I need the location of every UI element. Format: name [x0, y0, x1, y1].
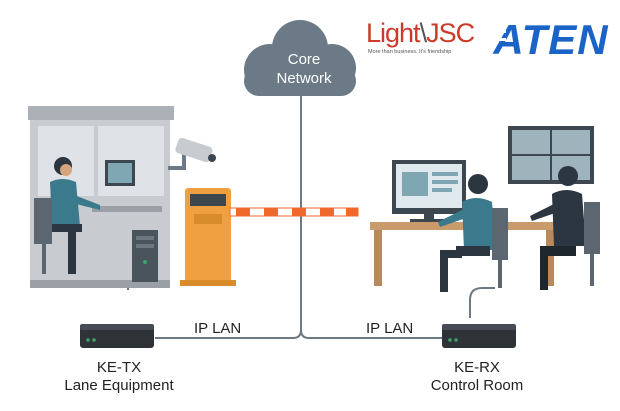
ke-rx-name: KE-RX — [454, 359, 500, 376]
lightjsc-logo: Light\JSC More than business. It's frien… — [366, 18, 478, 64]
lightjsc-separator: \ — [419, 18, 427, 48]
control-chair-1 — [492, 208, 508, 260]
booth-desk — [92, 206, 162, 212]
lightjsc-tagline: More than business. It's friendship — [368, 49, 452, 55]
aten-logo: ATEN — [484, 14, 618, 63]
control-operator-1 — [438, 174, 508, 292]
cable-right — [300, 329, 443, 339]
control-chair-2 — [584, 202, 600, 254]
ke-rx-location: Control Room — [430, 377, 524, 394]
core-network-line1: Core — [287, 51, 321, 68]
booth-operator — [34, 157, 100, 274]
ke-tx-name: KE-TX — [96, 359, 142, 376]
ke-rx-device — [442, 324, 516, 348]
security-camera — [168, 137, 216, 170]
svg-text:ATEN: ATEN — [492, 16, 609, 63]
ip-lan-left-label: IP LAN — [194, 320, 242, 337]
lightjsc-word: Light — [366, 18, 421, 48]
ke-rx-label: KE-RX Control Room — [412, 359, 542, 395]
ke-tx-location: Lane Equipment — [64, 377, 174, 394]
lightjsc-suffix: JSC — [426, 18, 475, 48]
ip-lan-right-label: IP LAN — [366, 320, 414, 337]
ke-tx-label: KE-TX Lane Equipment — [54, 359, 184, 395]
barrier-arm — [229, 207, 359, 217]
parking-kiosk — [180, 188, 236, 286]
booth-base — [30, 280, 170, 288]
booth-chair — [34, 198, 52, 244]
toll-booth — [28, 106, 174, 288]
core-network-cloud — [244, 20, 356, 96]
core-network-label: Core Network — [248, 50, 360, 88]
cable-rx-desk — [469, 287, 495, 318]
booth-roof — [28, 106, 174, 120]
control-operator-2 — [530, 166, 600, 290]
core-network-line2: Network — [276, 70, 332, 87]
video-wall — [508, 126, 594, 184]
ke-tx-device — [80, 324, 154, 348]
